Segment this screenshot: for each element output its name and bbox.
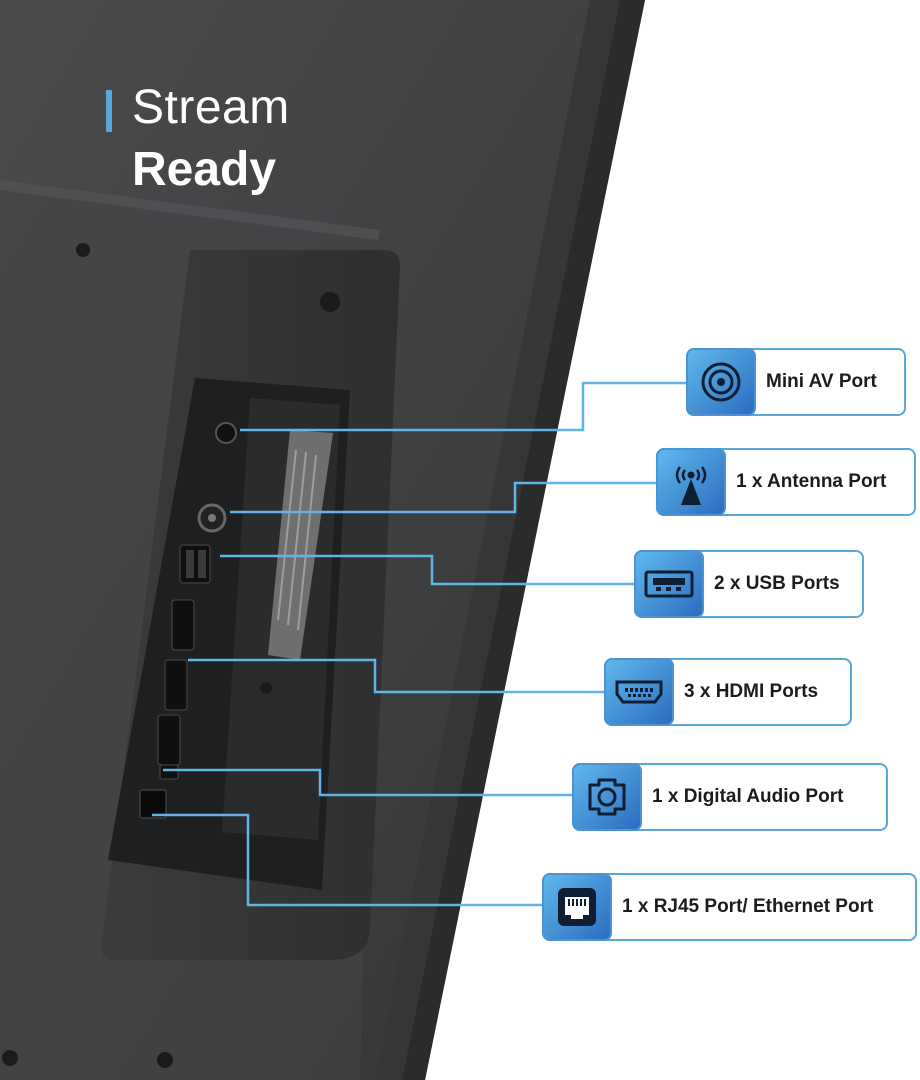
- callout-label: 1 x RJ45 Port/ Ethernet Port: [622, 896, 874, 917]
- connector-lines: [152, 381, 690, 907]
- callout-label: Mini AV Port: [766, 371, 877, 392]
- screw-hole: [260, 682, 272, 694]
- callout-label: 1 x Digital Audio Port: [652, 786, 844, 807]
- screw-hole: [76, 243, 90, 257]
- hdmi-jack-2: [164, 659, 188, 711]
- digital-audio-icon: [572, 763, 642, 831]
- ethernet-icon: [542, 873, 612, 941]
- callout-label: 1 x Antenna Port: [736, 471, 887, 492]
- callout-label: 3 x HDMI Ports: [684, 681, 819, 702]
- rj45-jack: [139, 789, 167, 819]
- hdmi-icon: [604, 658, 674, 726]
- mini-av-jack: [215, 422, 237, 444]
- mini-av-icon: [686, 348, 756, 416]
- usb-icon: [634, 550, 704, 618]
- headline-line-1: Stream: [132, 81, 290, 134]
- accent-bar: [106, 90, 112, 132]
- callout-ethernet: 1 x RJ45 Port/ Ethernet Port: [542, 873, 917, 941]
- callout-usb: 2 x USB Ports: [634, 550, 864, 618]
- hdmi-jack-3: [157, 714, 181, 766]
- label-sticker: [268, 430, 333, 660]
- callout-antenna: 1 x Antenna Port: [656, 448, 916, 516]
- antenna-icon: [656, 448, 726, 516]
- hdmi-jack-1: [171, 599, 195, 651]
- screw-hole: [320, 292, 340, 312]
- callout-mini-av: Mini AV Port: [686, 348, 906, 416]
- screw-hole: [157, 1052, 173, 1068]
- tv-edge: [402, 0, 645, 1080]
- screw-hole: [2, 1050, 18, 1066]
- callout-digital-audio: 1 x Digital Audio Port: [572, 763, 888, 831]
- headline-line-2: Ready: [132, 143, 277, 196]
- tv-bevel: [375, 0, 620, 1080]
- callout-label: 2 x USB Ports: [714, 573, 840, 594]
- optical-jack: [159, 764, 179, 780]
- callout-hdmi: 3 x HDMI Ports: [604, 658, 852, 726]
